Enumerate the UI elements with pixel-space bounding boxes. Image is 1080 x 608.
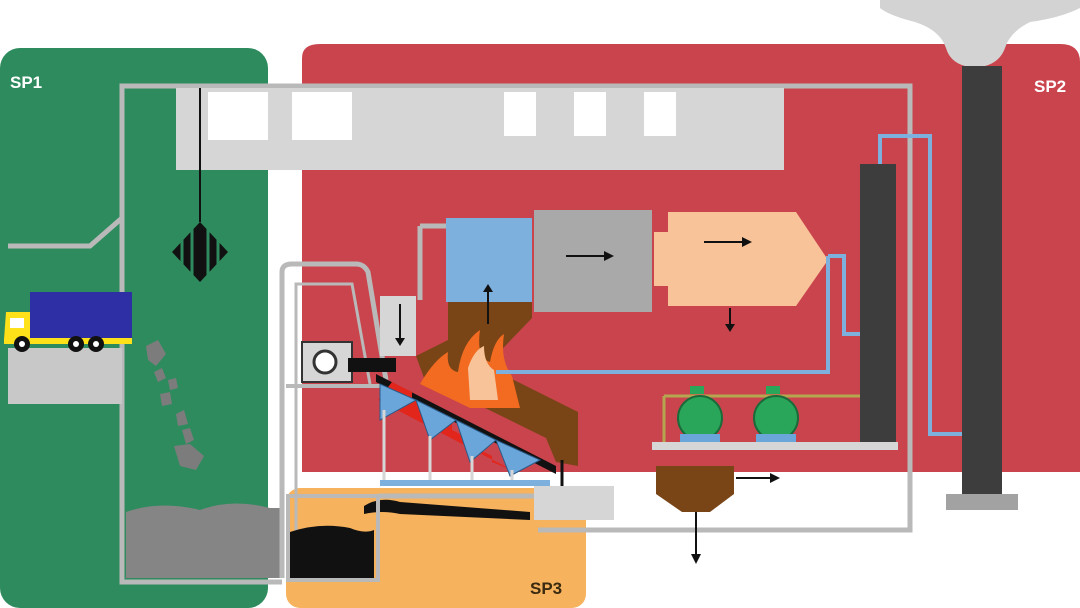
- smoke-cloud: [880, 0, 1080, 66]
- scrubber-tower: [860, 164, 896, 442]
- grab-claw-icon: [172, 222, 228, 282]
- fabric-filter: [534, 210, 652, 312]
- flame-icon: [420, 330, 520, 408]
- crane-gantry: [176, 88, 784, 170]
- zone-sp1-label: SP1: [10, 73, 42, 92]
- flue-gas-pipes: [496, 134, 962, 436]
- feed-chute-black: [348, 358, 396, 372]
- unloading-ramp: [8, 348, 122, 404]
- feed-hopper-frame: [279, 261, 389, 578]
- ash-pit-frame: [286, 494, 380, 582]
- feed-chute: [380, 296, 416, 356]
- electrostatic-precipitator: [654, 212, 828, 306]
- ash-pit: [290, 525, 374, 578]
- waste-bunker-pile: [126, 503, 280, 578]
- fan-icon: [312, 349, 338, 375]
- reagent-tanks: [677, 386, 799, 442]
- hopper-inner-frame: [294, 282, 372, 578]
- chimney-base: [946, 494, 1018, 510]
- ash-conveyor-housing: [534, 486, 614, 520]
- settling-tank: [656, 466, 734, 512]
- stepped-grate: [376, 374, 556, 486]
- tank-platform: [652, 442, 898, 450]
- zone-sp2-label: SP2: [1034, 77, 1066, 96]
- falling-waste: [146, 340, 204, 470]
- zone-sp3-label: SP3: [530, 579, 562, 598]
- chimney-stack: [962, 66, 1002, 496]
- ash-conveyor-slope: [364, 499, 530, 520]
- gantry-windows: [208, 92, 676, 140]
- truck-icon: [4, 292, 132, 352]
